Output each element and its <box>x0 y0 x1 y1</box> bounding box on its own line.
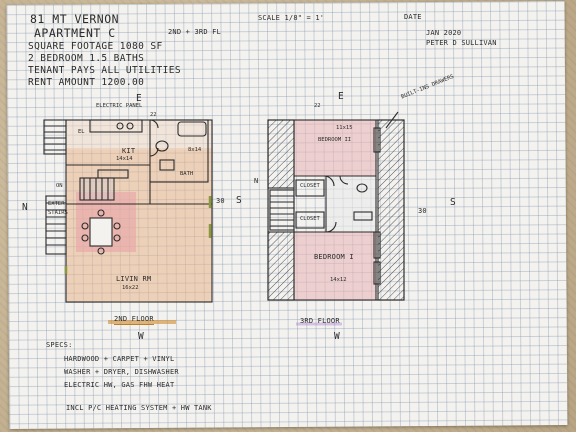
kitchen-label: KIT <box>122 147 136 155</box>
floor2-compass-east: E <box>136 93 143 104</box>
bedroom-one-shade <box>294 232 376 300</box>
floor3-dim-top: 22 <box>314 103 321 109</box>
third-floor-plan <box>267 111 405 301</box>
closet-label-lower: CLOSET <box>300 216 320 222</box>
second-floor-plan <box>43 119 213 303</box>
scale-label: SCALE 1/8" = 1' <box>258 14 325 22</box>
bedroom-two-shade <box>294 120 376 176</box>
floors-note: 2ND + 3RD FL <box>168 28 221 36</box>
floor2-compass-north: N <box>22 202 29 213</box>
left-eave-hatch-bottom <box>267 231 295 301</box>
top-stairs <box>43 119 67 155</box>
right-eave-hatch <box>377 119 405 301</box>
apartment-label: APARTMENT C <box>34 26 116 40</box>
author: PETER D SULLIVAN <box>426 39 497 47</box>
specs-line-flooring: HARDWOOD + CARPET + VINYL <box>64 355 175 363</box>
bedroom-two-label: BEDROOM II <box>318 137 352 143</box>
exterior-stairs <box>45 195 67 255</box>
el-label: EL <box>78 129 85 135</box>
living-room-size: 16x22 <box>122 285 139 291</box>
living-room-label: LIVIN RM <box>116 275 152 283</box>
date-value: JAN 2020 <box>426 29 462 37</box>
floor3-dim-side: 30 <box>418 207 427 215</box>
floor2-compass-west: W <box>138 331 145 342</box>
floor3-compass-south: S <box>450 197 457 208</box>
floor3-compass-north: N <box>254 177 259 185</box>
bedroom-one-size: 14x12 <box>330 277 347 283</box>
bath-label: BATH <box>180 171 194 177</box>
second-floor-label: 2ND FLOOR <box>114 315 154 325</box>
specs-line-appliances: WASHER + DRYER, DISHWASHER <box>64 368 179 376</box>
electric-panel-label: ELECTRIC PANEL <box>96 103 143 109</box>
floor2-compass-south: S <box>236 195 243 206</box>
on-label: ON <box>56 183 63 189</box>
third-floor-label: 3RD FLOOR <box>300 317 340 325</box>
square-footage: SQUARE FOOTAGE 1080 SF <box>28 41 163 52</box>
date-label: DATE <box>404 13 422 21</box>
specs-title: SPECS: <box>46 341 73 349</box>
bedroom-two-size: 11x15 <box>336 125 353 131</box>
left-eave-hatch-top <box>267 119 295 189</box>
exterior-stairs-label: EXTER STAIRS <box>48 201 68 216</box>
bedroom-one-label: BEDROOM I <box>314 253 354 261</box>
kitchen-size: 14x14 <box>116 156 133 162</box>
specs-line-included: INCL P/C HEATING SYSTEM + HW TANK <box>66 404 212 412</box>
closet-label-upper: CLOSET <box>300 183 320 189</box>
bedrooms-baths: 2 BEDROOM 1.5 BATHS <box>28 53 145 64</box>
floor2-dim-side: 30 <box>216 197 225 205</box>
address: 81 MT VERNON <box>30 12 120 26</box>
floor3-compass-west: W <box>334 331 341 342</box>
bath-size: 8x14 <box>188 147 202 153</box>
floor2-dim-top: 22 <box>150 112 157 118</box>
tenant-pays: TENANT PAYS ALL UTILITIES <box>28 65 181 76</box>
rent-amount: RENT AMOUNT 1200.00 <box>28 77 145 88</box>
specs-line-heating: ELECTRIC HW, GAS FHW HEAT <box>64 381 175 389</box>
floor3-compass-east: E <box>338 91 345 102</box>
